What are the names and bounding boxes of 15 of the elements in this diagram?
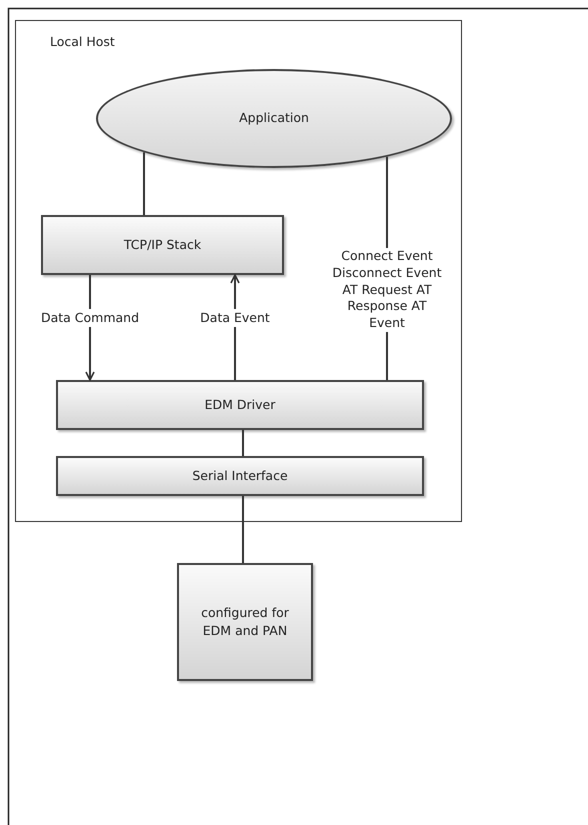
node-label: TCP/IP Stack — [124, 236, 202, 254]
node-label: Serial Interface — [192, 466, 288, 485]
connector-line — [242, 496, 244, 563]
node-label: Application — [239, 109, 309, 128]
process-box — [41, 215, 284, 275]
process-box — [56, 380, 424, 430]
group-heading: Local Host — [50, 33, 115, 51]
connector-line — [242, 430, 244, 456]
edge-label: Data Event — [198, 308, 272, 328]
process-box — [177, 563, 313, 681]
edge-label: Connect Event Disconnect Event AT Request AT Response AT Event — [331, 248, 443, 332]
node-label: EDM Driver — [204, 396, 276, 414]
node-label: configured for EDM and PAN — [200, 604, 290, 640]
connector-line — [143, 152, 145, 215]
process-box — [56, 456, 424, 496]
